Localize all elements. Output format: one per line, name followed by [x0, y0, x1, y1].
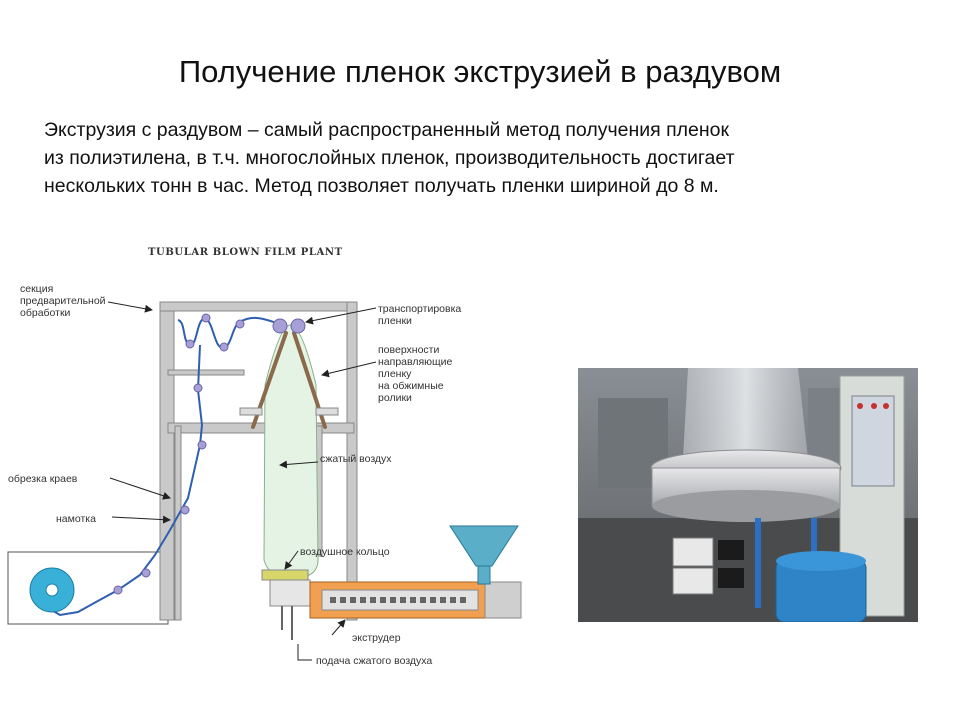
label-guide-4: на обжимные	[378, 380, 444, 392]
air-ring	[261, 569, 311, 640]
hopper	[449, 525, 519, 585]
blown-film-machine-photo	[578, 368, 918, 622]
intro-line: Экструзия с раздувом – самый распростран…	[44, 119, 730, 141]
label-edge-trim: обрезка краев	[8, 473, 78, 485]
label-guide-3: пленку	[378, 368, 412, 380]
label-winding: намотка	[56, 513, 96, 525]
intro-paragraph: Экструзия с раздувом – самый распростран…	[44, 116, 924, 200]
label-transport-1: транспортировка	[378, 303, 461, 315]
label-pretreatment-2: предварительной	[20, 295, 106, 307]
blown-film-plant-diagram: TUBULAR BLOWN FILM PLANT	[7, 247, 522, 667]
label-pretreatment-3: обработки	[20, 307, 71, 319]
label-guide-1: поверхности	[378, 344, 439, 356]
label-extruder: экструдер	[352, 632, 401, 644]
label-air-supply: подача сжатого воздуха	[316, 655, 432, 667]
winding-roll	[29, 567, 75, 613]
intro-line: из полиэтилена, в т.ч. многослойных плен…	[44, 147, 735, 169]
diagram-labels: секция предварительной обработки транспо…	[8, 283, 461, 667]
intro-line: нескольких тонн в час. Метод позволяет п…	[44, 175, 719, 197]
slide-title: Получение пленок экструзией в раздувом	[178, 54, 782, 89]
label-compressed-air: сжатый воздух	[320, 453, 392, 465]
extruder	[309, 581, 522, 619]
rollers	[113, 313, 306, 595]
film-bubble	[263, 324, 319, 579]
label-air-ring: воздушное кольцо	[300, 546, 390, 558]
label-guide-2: направляющие	[378, 356, 453, 368]
diagram-title: TUBULAR BLOWN FILM PLANT	[148, 247, 343, 258]
machine-photo-illustration	[578, 368, 918, 622]
label-pretreatment-1: секция	[20, 283, 53, 295]
label-guide-5: ролики	[378, 392, 412, 404]
label-transport-2: пленки	[378, 315, 412, 327]
